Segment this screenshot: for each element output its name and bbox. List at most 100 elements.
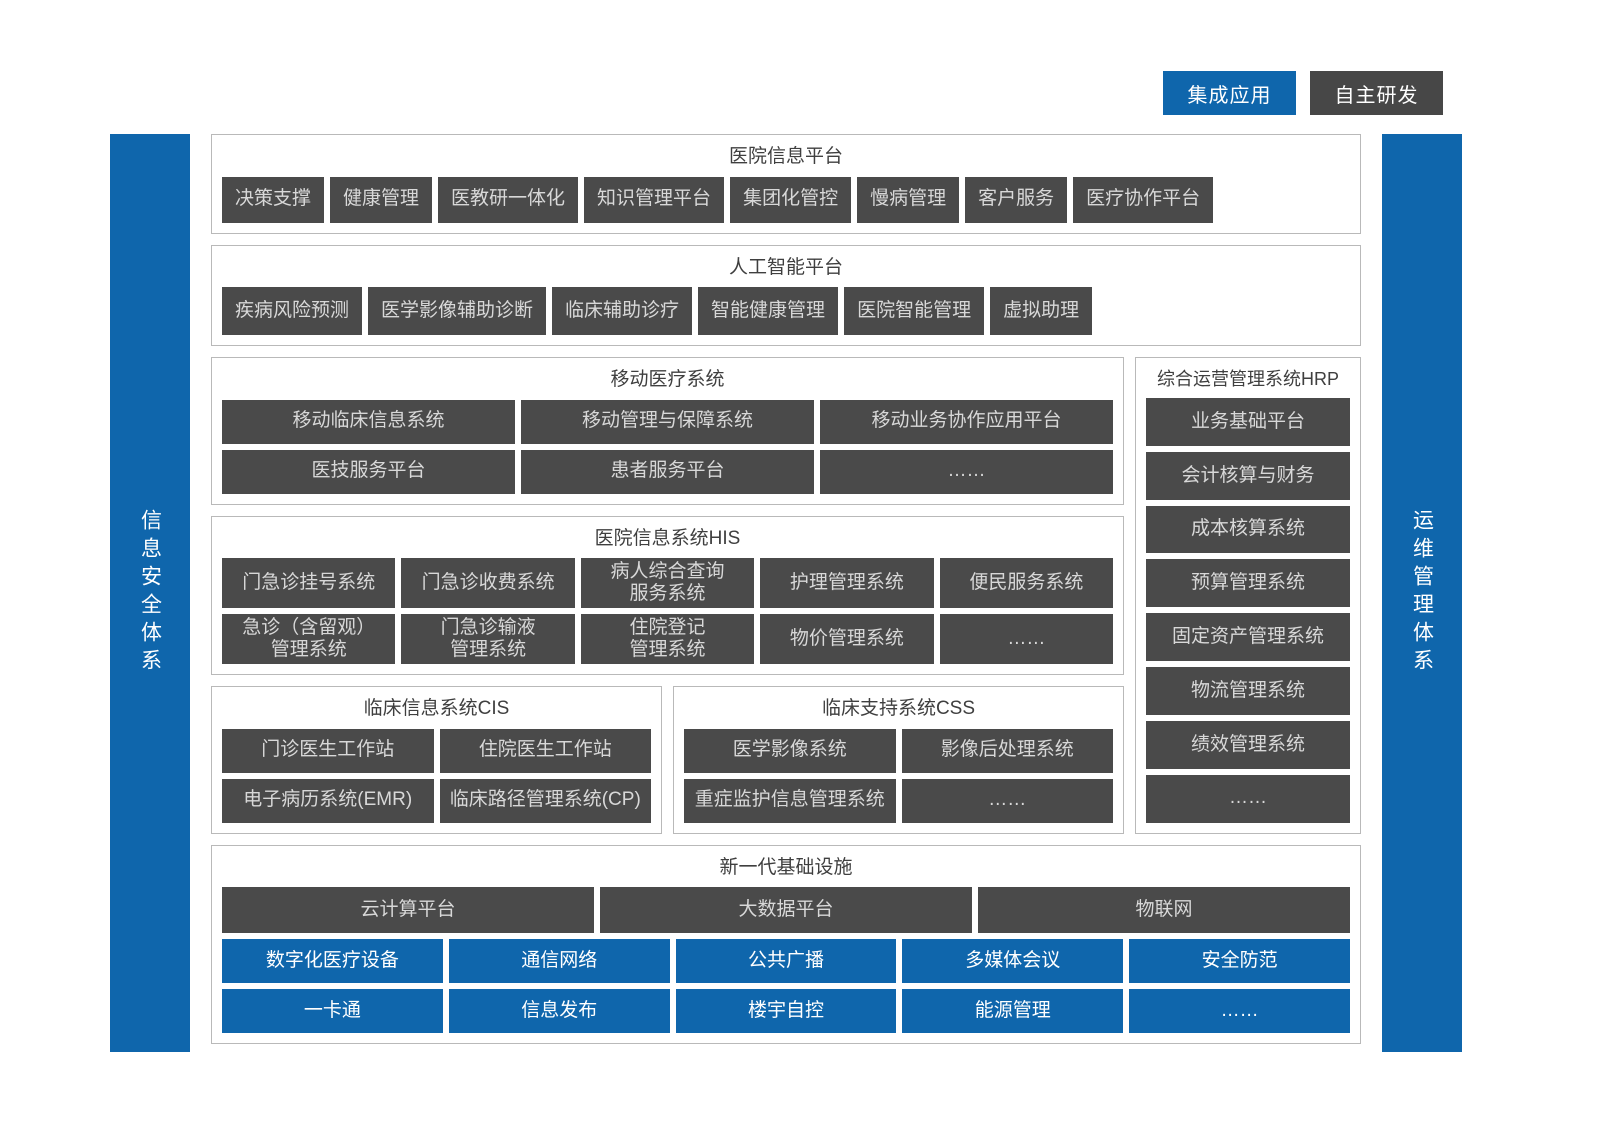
- item-nursing-management-system[interactable]: 护理管理系统: [760, 558, 934, 608]
- item-group-management-control[interactable]: 集团化管控: [730, 176, 852, 223]
- sidebar-right-label: 运维管理体系: [1410, 509, 1434, 677]
- item-icu-information-management-system[interactable]: 重症监护信息管理系统: [684, 778, 896, 823]
- item-customer-service[interactable]: 客户服务: [965, 176, 1068, 223]
- item-budget-management-system[interactable]: 预算管理系统: [1146, 559, 1350, 608]
- diagram-center-column: 医院信息平台 决策支撑 健康管理 医教研一体化 知识管理平台 集团化管控 慢病管…: [190, 134, 1382, 1052]
- item-chronic-disease-management[interactable]: 慢病管理: [857, 176, 960, 223]
- sidebar-left-label: 信息安全体系: [138, 509, 162, 677]
- row-his-1: 门急诊挂号系统 门急诊收费系统 病人综合查询 服务系统 护理管理系统 便民服务系…: [222, 558, 1114, 608]
- item-big-data-platform[interactable]: 大数据平台: [600, 887, 972, 933]
- item-energy-management[interactable]: 能源管理: [902, 989, 1124, 1033]
- item-medical-collaboration-platform[interactable]: 医疗协作平台: [1073, 176, 1214, 223]
- item-mobile-more[interactable]: ……: [820, 449, 1113, 494]
- row-mobile-medical-2: 医技服务平台 患者服务平台 ……: [222, 449, 1113, 494]
- panel-his: 医院信息系统HIS 门急诊挂号系统 门急诊收费系统 病人综合查询 服务系统 护理…: [211, 515, 1124, 675]
- item-outpatient-emergency-infusion-management-system[interactable]: 门急诊输液 管理系统: [401, 614, 575, 664]
- item-accounting-and-finance[interactable]: 会计核算与财务: [1146, 451, 1350, 500]
- item-price-management-system[interactable]: 物价管理系统: [760, 614, 934, 664]
- middle-left-stack: 移动医疗系统 移动临床信息系统 移动管理与保障系统 移动业务协作应用平台 医技服…: [211, 357, 1124, 834]
- item-med-edu-research-integration[interactable]: 医教研一体化: [438, 176, 579, 223]
- legend: 集成应用 自主研发: [1163, 71, 1443, 115]
- sidebar-operation-maintenance: 运维管理体系: [1382, 134, 1462, 1052]
- row-cis-2: 电子病历系统(EMR) 临床路径管理系统(CP): [222, 778, 651, 823]
- item-patient-comprehensive-query-service-system[interactable]: 病人综合查询 服务系统: [580, 558, 755, 608]
- diagram-frame: 信息安全体系 医院信息平台 决策支撑 健康管理 医教研一体化 知识管理平台 集团…: [110, 134, 1462, 1052]
- item-health-management[interactable]: 健康管理: [330, 176, 433, 223]
- item-inpatient-registration-management-system[interactable]: 住院登记 管理系统: [580, 614, 755, 664]
- cis-css-pair: 临床信息系统CIS 门诊医生工作站 住院医生工作站 电子病历系统(EMR) 临床…: [211, 686, 1124, 834]
- item-internet-of-things[interactable]: 物联网: [978, 887, 1350, 933]
- row-infrastructure-blue-2: 一卡通 信息发布 楼宇自控 能源管理 ……: [222, 989, 1350, 1033]
- panel-hospital-info-platform: 医院信息平台 决策支撑 健康管理 医教研一体化 知识管理平台 集团化管控 慢病管…: [211, 134, 1361, 234]
- item-css-more[interactable]: ……: [901, 778, 1113, 823]
- item-cost-accounting-system[interactable]: 成本核算系统: [1146, 505, 1350, 554]
- panel-css: 临床支持系统CSS 医学影像系统 影像后处理系统 重症监护信息管理系统 ……: [673, 686, 1124, 834]
- item-knowledge-management-platform[interactable]: 知识管理平台: [584, 176, 725, 223]
- panel-hrp-wrapper: 综合运营管理系统HRP 业务基础平台 会计核算与财务 成本核算系统 预算管理系统…: [1135, 357, 1361, 834]
- item-outpatient-emergency-registration-system[interactable]: 门急诊挂号系统: [222, 558, 396, 608]
- item-communication-network[interactable]: 通信网络: [448, 939, 670, 983]
- panel-title-his: 医院信息系统HIS: [594, 527, 741, 549]
- item-disease-risk-prediction[interactable]: 疾病风险预测: [222, 287, 363, 335]
- panel-title-hospital-info-platform: 医院信息平台: [728, 146, 843, 167]
- item-image-post-processing-system[interactable]: 影像后处理系统: [901, 728, 1113, 773]
- item-security-protection[interactable]: 安全防范: [1129, 939, 1350, 983]
- item-smart-health-management[interactable]: 智能健康管理: [698, 287, 839, 335]
- legend-chip-self-developed: 自主研发: [1310, 71, 1443, 115]
- hrp-item-list: 业务基础平台 会计核算与财务 成本核算系统 预算管理系统 固定资产管理系统 物流…: [1146, 398, 1350, 823]
- panel-title-mobile-medical-system: 移动医疗系统: [610, 369, 725, 390]
- item-hrp-more[interactable]: ……: [1146, 774, 1350, 823]
- item-hospital-smart-management[interactable]: 医院智能管理: [844, 287, 985, 335]
- row-his-2: 急诊（含留观） 管理系统 门急诊输液 管理系统 住院登记 管理系统 物价管理系统…: [222, 614, 1114, 664]
- item-performance-management-system[interactable]: 绩效管理系统: [1146, 720, 1350, 769]
- item-infrastructure-more[interactable]: ……: [1129, 989, 1350, 1033]
- row-css-2: 重症监护信息管理系统 ……: [684, 778, 1113, 823]
- item-outpatient-doctor-workstation[interactable]: 门诊医生工作站: [222, 728, 434, 773]
- item-his-more[interactable]: ……: [939, 614, 1114, 664]
- item-multimedia-conference[interactable]: 多媒体会议: [902, 939, 1124, 983]
- item-public-broadcasting[interactable]: 公共广播: [675, 939, 897, 983]
- panel-mobile-medical-system: 移动医疗系统 移动临床信息系统 移动管理与保障系统 移动业务协作应用平台 医技服…: [211, 357, 1124, 505]
- item-mobile-clinical-info-system[interactable]: 移动临床信息系统: [222, 399, 515, 444]
- legend-chip-integrated: 集成应用: [1163, 71, 1296, 115]
- item-medical-imaging-assisted-diagnosis[interactable]: 医学影像辅助诊断: [368, 287, 547, 335]
- item-clinical-pathway-management-system[interactable]: 临床路径管理系统(CP): [439, 778, 651, 823]
- middle-block: 移动医疗系统 移动临床信息系统 移动管理与保障系统 移动业务协作应用平台 医技服…: [211, 357, 1361, 834]
- item-clinical-assisted-diagnosis-treatment[interactable]: 临床辅助诊疗: [552, 287, 693, 335]
- item-emergency-observation-management-system[interactable]: 急诊（含留观） 管理系统: [222, 614, 396, 664]
- item-cloud-computing-platform[interactable]: 云计算平台: [222, 887, 594, 933]
- panel-title-infrastructure: 新一代基础设施: [719, 856, 853, 878]
- row-mobile-medical-1: 移动临床信息系统 移动管理与保障系统 移动业务协作应用平台: [222, 399, 1113, 444]
- item-decision-support[interactable]: 决策支撑: [222, 176, 325, 223]
- row-infrastructure-blue-1: 数字化医疗设备 通信网络 公共广播 多媒体会议 安全防范: [222, 939, 1350, 983]
- item-information-release[interactable]: 信息发布: [448, 989, 670, 1033]
- legend-label-self-developed: 自主研发: [1334, 84, 1419, 107]
- item-all-in-one-card[interactable]: 一卡通: [222, 989, 443, 1033]
- item-outpatient-emergency-charging-system[interactable]: 门急诊收费系统: [401, 558, 575, 608]
- panel-title-cis: 临床信息系统CIS: [363, 698, 510, 719]
- item-mobile-management-support-system[interactable]: 移动管理与保障系统: [521, 399, 814, 444]
- item-virtual-assistant[interactable]: 虚拟助理: [990, 287, 1093, 335]
- row-cis-1: 门诊医生工作站 住院医生工作站: [222, 728, 651, 773]
- item-building-automation[interactable]: 楼宇自控: [675, 989, 897, 1033]
- panel-cis: 临床信息系统CIS 门诊医生工作站 住院医生工作站 电子病历系统(EMR) 临床…: [211, 686, 662, 834]
- panel-title-css: 临床支持系统CSS: [821, 698, 976, 719]
- item-business-foundation-platform[interactable]: 业务基础平台: [1146, 398, 1350, 446]
- legend-label-integrated: 集成应用: [1187, 84, 1272, 107]
- item-convenience-service-system[interactable]: 便民服务系统: [939, 558, 1114, 608]
- item-medical-technology-service-platform[interactable]: 医技服务平台: [222, 449, 515, 494]
- item-patient-service-platform[interactable]: 患者服务平台: [521, 449, 814, 494]
- panel-infrastructure: 新一代基础设施 云计算平台 大数据平台 物联网 数字化医疗设备 通信网络 公共广…: [211, 844, 1361, 1044]
- row-hospital-info-platform: 决策支撑 健康管理 医教研一体化 知识管理平台 集团化管控 慢病管理 客户服务 …: [222, 176, 1350, 223]
- item-inpatient-doctor-workstation[interactable]: 住院医生工作站: [439, 728, 651, 773]
- row-css-1: 医学影像系统 影像后处理系统: [684, 728, 1113, 773]
- row-infrastructure-dark: 云计算平台 大数据平台 物联网: [222, 887, 1350, 933]
- item-medical-imaging-system[interactable]: 医学影像系统: [684, 728, 896, 773]
- row-ai-platform: 疾病风险预测 医学影像辅助诊断 临床辅助诊疗 智能健康管理 医院智能管理 虚拟助…: [222, 287, 1350, 335]
- item-logistics-management-system[interactable]: 物流管理系统: [1146, 667, 1350, 715]
- item-emr-system[interactable]: 电子病历系统(EMR): [222, 778, 434, 823]
- item-fixed-asset-management-system[interactable]: 固定资产管理系统: [1146, 613, 1350, 662]
- item-digital-medical-equipment[interactable]: 数字化医疗设备: [222, 939, 443, 983]
- item-mobile-business-collaboration-platform[interactable]: 移动业务协作应用平台: [820, 399, 1113, 444]
